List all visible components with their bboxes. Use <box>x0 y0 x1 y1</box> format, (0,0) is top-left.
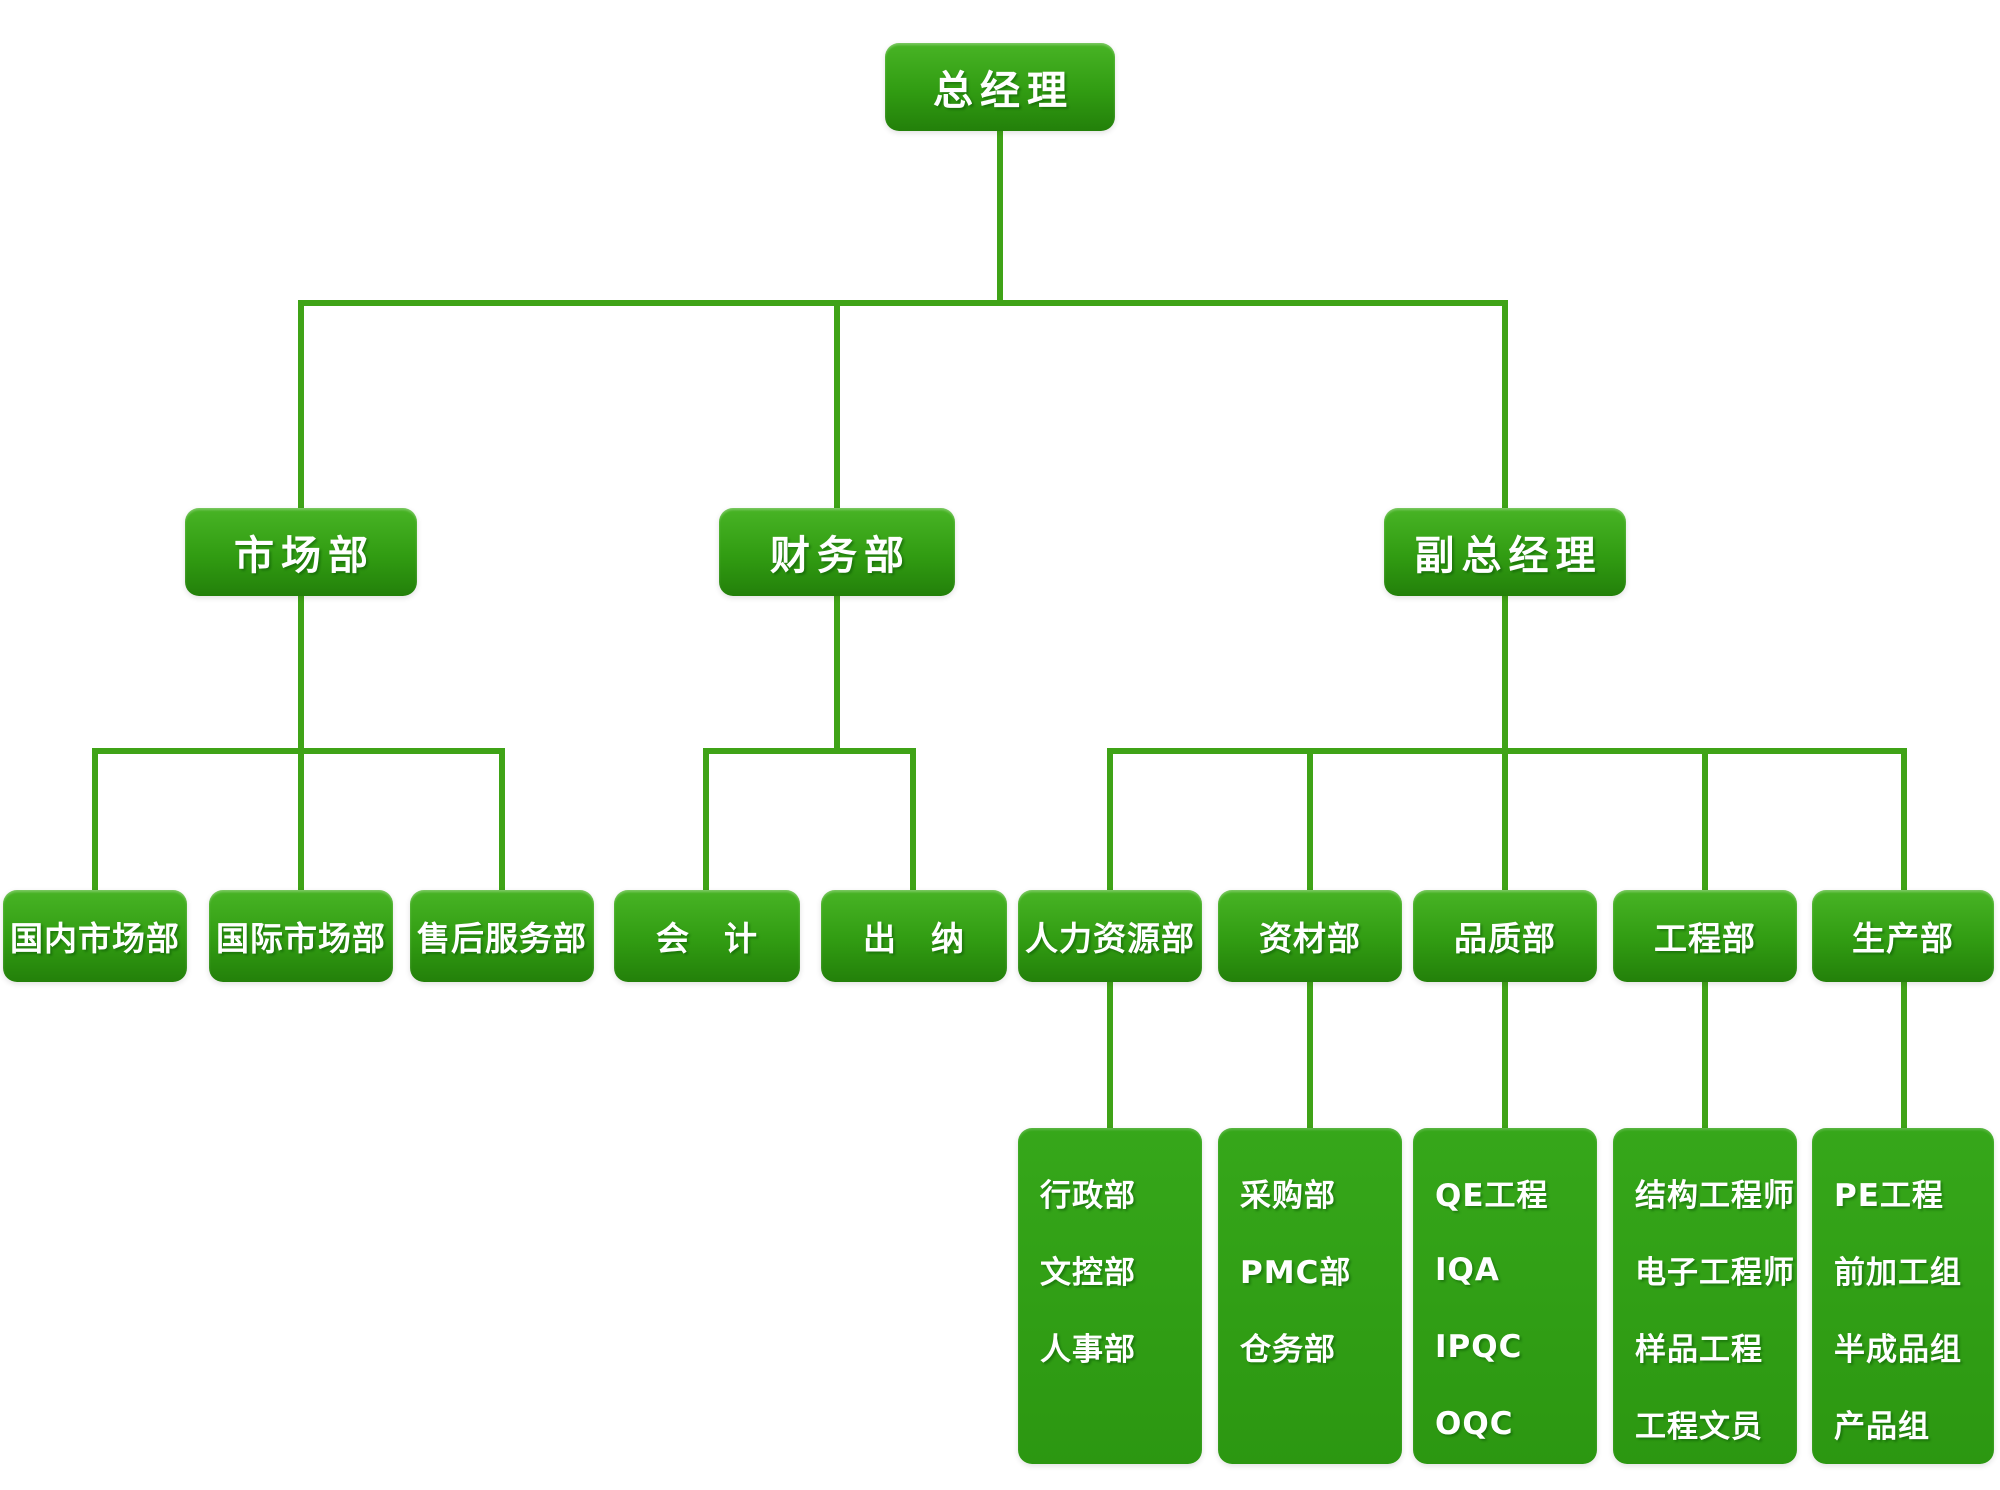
node-label: 工程部 <box>1654 919 1756 958</box>
connector-hr-sub <box>1107 978 1113 1132</box>
node-quality-dept: 品质部 <box>1413 890 1597 982</box>
node-label: 品质部 <box>1454 919 1556 958</box>
connector-marketing-down <box>298 590 304 752</box>
org-item: 半成品组 <box>1834 1332 1962 1368</box>
node-label: 国内市场部 <box>10 919 180 958</box>
org-item: 电子工程师 <box>1635 1255 1795 1291</box>
group-hr-subdepts: 行政部 文控部 人事部 <box>1018 1128 1202 1464</box>
node-general-manager: 总经理 <box>885 43 1115 131</box>
connector-level1-bar <box>298 300 1508 306</box>
org-item: 人事部 <box>1040 1332 1136 1368</box>
node-finance-dept: 财务部 <box>719 508 955 596</box>
node-label: 副总经理 <box>1414 533 1603 579</box>
connector-to-quality <box>1502 748 1508 894</box>
group-production-subdepts: PE工程 前加工组 半成品组 产品组 <box>1812 1128 1994 1464</box>
org-item: IQA <box>1435 1251 1500 1288</box>
connector-to-deputy-gm <box>1502 300 1508 512</box>
node-domestic-market-dept: 国内市场部 <box>3 890 187 982</box>
org-item: PE工程 <box>1834 1178 1944 1214</box>
group-quality-subdepts: QE工程 IQA IPQC OQC <box>1413 1128 1597 1464</box>
node-cashier: 出 纳 <box>821 890 1007 982</box>
connector-to-marketing <box>298 300 304 512</box>
connector-deputy-down <box>1502 590 1508 752</box>
org-item: OQC <box>1435 1405 1514 1442</box>
org-item: IPQC <box>1435 1328 1523 1365</box>
connector-engineering-sub <box>1702 978 1708 1132</box>
node-label: 市场部 <box>234 533 375 579</box>
node-hr-dept: 人力资源部 <box>1018 890 1202 982</box>
org-item: 采购部 <box>1240 1178 1336 1214</box>
org-item: 文控部 <box>1040 1255 1136 1291</box>
connector-finance-down <box>834 590 840 752</box>
node-after-sales-service-dept: 售后服务部 <box>410 890 594 982</box>
connector-to-accounting <box>703 748 709 894</box>
org-item: 工程文员 <box>1635 1409 1763 1445</box>
connector-finance-bar <box>703 748 916 754</box>
node-label: 总经理 <box>933 68 1074 114</box>
connector-quality-sub <box>1502 978 1508 1132</box>
connector-to-cashier <box>910 748 916 894</box>
org-item: QE工程 <box>1435 1178 1549 1214</box>
node-label: 生产部 <box>1852 919 1954 958</box>
node-deputy-general-manager: 副总经理 <box>1384 508 1626 596</box>
node-label: 售后服务部 <box>417 919 587 958</box>
node-label: 人力资源部 <box>1025 919 1195 958</box>
node-label: 出 纳 <box>863 919 965 958</box>
node-label: 会 计 <box>656 919 758 958</box>
connector-to-domestic <box>92 748 98 894</box>
node-label: 财务部 <box>770 533 911 579</box>
node-label: 资材部 <box>1259 919 1361 958</box>
org-item: PMC部 <box>1240 1255 1352 1291</box>
org-item: 行政部 <box>1040 1178 1136 1214</box>
node-engineering-dept: 工程部 <box>1613 890 1797 982</box>
connector-to-finance <box>834 300 840 512</box>
node-materials-dept: 资材部 <box>1218 890 1402 982</box>
org-item: 仓务部 <box>1240 1332 1336 1368</box>
node-marketing-dept: 市场部 <box>185 508 417 596</box>
org-item: 产品组 <box>1834 1409 1930 1445</box>
connector-production-sub <box>1901 978 1907 1132</box>
connector-materials-sub <box>1307 978 1313 1132</box>
org-item: 前加工组 <box>1834 1255 1962 1291</box>
connector-to-international <box>298 748 304 894</box>
connector-to-hr <box>1107 748 1113 894</box>
connector-to-production <box>1901 748 1907 894</box>
connector-root-down <box>997 128 1003 306</box>
org-item: 样品工程 <box>1635 1332 1763 1368</box>
node-label: 国际市场部 <box>216 919 386 958</box>
org-item: 结构工程师 <box>1635 1178 1795 1214</box>
connector-to-materials <box>1307 748 1313 894</box>
group-materials-subdepts: 采购部 PMC部 仓务部 <box>1218 1128 1402 1464</box>
connector-to-after-sales <box>499 748 505 894</box>
node-production-dept: 生产部 <box>1812 890 1994 982</box>
connector-to-engineering <box>1702 748 1708 894</box>
group-engineering-subdepts: 结构工程师 电子工程师 样品工程 工程文员 <box>1613 1128 1797 1464</box>
node-accounting: 会 计 <box>614 890 800 982</box>
node-international-market-dept: 国际市场部 <box>209 890 393 982</box>
